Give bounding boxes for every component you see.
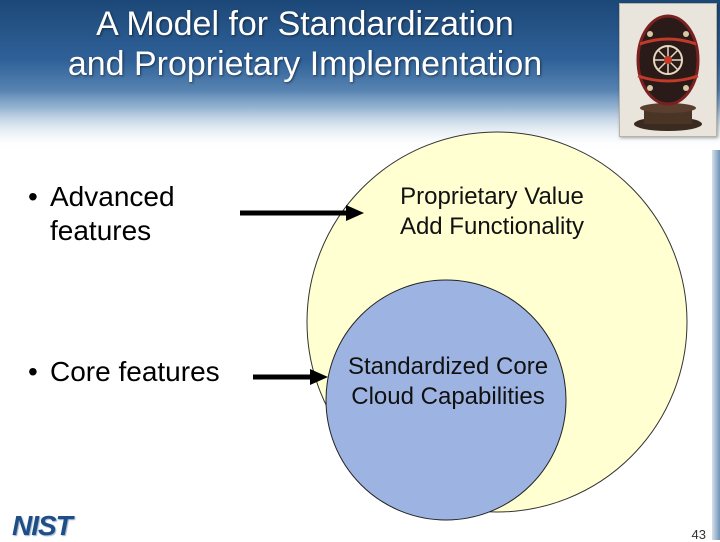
inner-circle-label: Standardized Core Cloud Capabilities [320,352,576,412]
bullet-text: Advanced features [28,180,248,248]
nist-logo: NIST [12,512,72,540]
outer-circle-label: Proprietary Value Add Functionality [372,182,612,242]
bullet-marker: • [28,180,38,214]
outer-label-line-1: Proprietary Value [372,182,612,212]
bullet-marker: • [28,355,38,389]
outer-label-line-2: Add Functionality [372,212,612,242]
bullet-core-features: • Core features [28,355,288,389]
inner-label-line-2: Cloud Capabilities [320,382,576,412]
bullet-text: Core features [28,355,288,389]
bullet-advanced-features: • Advanced features [28,180,248,248]
inner-label-line-1: Standardized Core [320,352,576,382]
